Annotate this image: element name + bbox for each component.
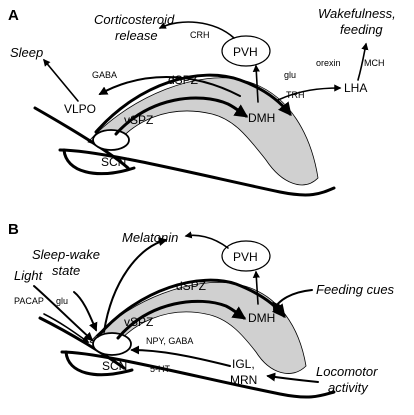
locomotor-line1: Locomotor bbox=[316, 364, 378, 379]
locomotor-to-igl-arrow bbox=[266, 372, 319, 383]
igl-mrn-to-scn-arrow bbox=[130, 345, 231, 367]
vspz-label: vSPZ bbox=[124, 113, 153, 127]
ht5-label: 5-HT bbox=[150, 364, 171, 374]
pvh-label: PVH bbox=[233, 45, 258, 59]
scn-ellipse bbox=[92, 129, 130, 151]
floor-curve-b bbox=[64, 350, 134, 377]
gaba-to-vlpo-arrow bbox=[98, 76, 241, 97]
optic-chiasm-line bbox=[58, 148, 336, 197]
pvh-to-melatonin-arrow bbox=[184, 231, 229, 249]
pacap-arrow bbox=[43, 313, 90, 343]
corticosteroid-line1: Corticosteroid bbox=[94, 12, 175, 27]
dmh-to-pvh-arrow bbox=[252, 64, 260, 103]
scn-label-b: SCN bbox=[102, 359, 127, 373]
dmh-to-lha-arrow bbox=[277, 84, 342, 101]
corticosteroid-line2: release bbox=[115, 28, 158, 43]
vlpo-to-sleep-arrow bbox=[43, 58, 79, 102]
orexin-label: orexin bbox=[316, 58, 341, 68]
lha-to-wakefulness-arrow bbox=[357, 42, 369, 81]
dmh-label: DMH bbox=[248, 111, 275, 125]
pacap-label: PACAP bbox=[14, 296, 44, 306]
panel-a: A SCN PVH dSPZ vSPZ DMH VLPO LHA GABA Sl… bbox=[8, 6, 396, 197]
locomotor-line2: activity bbox=[328, 380, 369, 395]
pvh-ellipse-b bbox=[221, 240, 271, 272]
scn-to-vspz-arrow-b bbox=[116, 299, 247, 340]
glu-label: glu bbox=[284, 70, 296, 80]
optic-chiasm-line-b bbox=[60, 350, 336, 399]
melatonin-output: Melatonin bbox=[122, 230, 178, 245]
spz-dmh-grey-band-b bbox=[89, 281, 307, 374]
lha-label: LHA bbox=[344, 81, 367, 95]
scn-to-dspz-arrow bbox=[94, 73, 292, 134]
sleep-wake-to-scn-arrow bbox=[73, 291, 98, 332]
glu-label-b: glu bbox=[56, 296, 68, 306]
pvh-ellipse bbox=[221, 35, 271, 67]
feeding-cues-input: Feeding cues bbox=[316, 282, 395, 297]
vlpo-label: VLPO bbox=[64, 102, 96, 116]
dmh-to-pvh-arrow-b bbox=[252, 270, 260, 305]
scn-to-vspz-arrow bbox=[114, 96, 249, 136]
third-ventricle-line bbox=[33, 106, 130, 170]
pvh-label-b: PVH bbox=[233, 250, 258, 264]
scn-ellipse-b bbox=[92, 332, 132, 356]
third-ventricle-line-b bbox=[38, 316, 126, 370]
dmh-label-b: DMH bbox=[248, 311, 275, 325]
crh-label: CRH bbox=[190, 30, 210, 40]
sleep-wake-line1: Sleep-wake bbox=[32, 247, 100, 262]
scn-label: SCN bbox=[101, 155, 126, 169]
light-input: Light bbox=[14, 268, 44, 283]
mch-label: MCH bbox=[364, 58, 385, 68]
scn-to-melatonin-arrow bbox=[103, 237, 168, 333]
wakefulness-line2: feeding bbox=[340, 22, 383, 37]
sleep-output: Sleep bbox=[10, 45, 43, 60]
panel-b: B SCN PVH dSPZ vSPZ DMH Melatonin Sleep-… bbox=[8, 221, 395, 399]
spz-dmh-grey-band bbox=[87, 77, 319, 186]
npy-gaba-label: NPY, GABA bbox=[146, 336, 193, 346]
floor-curve bbox=[62, 148, 136, 176]
panel-a-letter: A bbox=[8, 7, 19, 24]
sleep-wake-line2: state bbox=[52, 263, 80, 278]
panel-b-letter: B bbox=[8, 221, 19, 238]
light-to-scn-arrow bbox=[33, 285, 94, 342]
igl-mrn-line1: IGL, bbox=[232, 357, 255, 371]
gaba-label: GABA bbox=[92, 70, 117, 80]
wakefulness-line1: Wakefulness, bbox=[318, 6, 396, 21]
igl-mrn-line2: MRN bbox=[230, 373, 257, 387]
feeding-cues-to-dmh-arrow bbox=[272, 289, 313, 312]
pvh-to-corticosteroid-arrow bbox=[158, 21, 235, 39]
trh-label: TRH bbox=[286, 90, 305, 100]
scn-to-dspz-arrow-b bbox=[96, 278, 286, 338]
